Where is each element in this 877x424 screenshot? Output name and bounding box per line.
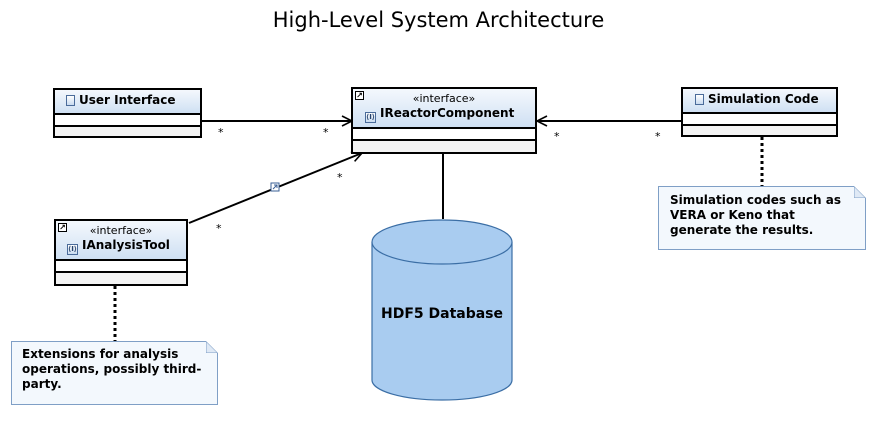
sim-right-multiplicity: * xyxy=(655,130,661,143)
user-interface-attributes xyxy=(55,113,200,125)
class-icon xyxy=(66,95,75,106)
simulation-code-attributes xyxy=(683,112,836,124)
ireactor-component-header: ↗ «interface» ⟨I⟩ IReactorComponent xyxy=(353,89,535,127)
note-fold-icon xyxy=(854,186,866,198)
database-label: HDF5 Database xyxy=(380,306,504,322)
simulation-note-text: Simulation codes such as VERA or Keno th… xyxy=(670,193,841,237)
ireactor-component-attributes xyxy=(353,127,535,139)
ui-right-multiplicity: * xyxy=(323,126,329,139)
user-interface-class[interactable]: User Interface xyxy=(53,88,202,138)
user-interface-operations xyxy=(55,125,200,136)
simulation-code-class[interactable]: Simulation Code xyxy=(681,87,838,137)
ireactor-component-interface[interactable]: ↗ «interface» ⟨I⟩ IReactorComponent xyxy=(351,87,537,154)
simulation-code-name: Simulation Code xyxy=(708,92,819,106)
ireactor-stereotype: «interface» xyxy=(412,92,476,105)
ireactor-component-name: IReactorComponent xyxy=(380,106,515,120)
simulation-code-header: Simulation Code xyxy=(683,89,836,112)
simulation-code-operations xyxy=(683,124,836,135)
ianalysis-tool-interface[interactable]: ↗ «interface» ⟨I⟩ IAnalysisTool xyxy=(54,219,188,286)
diagram-title: High-Level System Architecture xyxy=(272,8,605,32)
database-cylinder xyxy=(371,219,513,401)
interface-corner-icon: ↗ xyxy=(58,223,67,232)
analysis-note-text: Extensions for analysis operations, poss… xyxy=(22,347,202,391)
user-interface-header: User Interface xyxy=(55,90,200,113)
ireactor-component-operations xyxy=(353,139,535,152)
ianalysis-tool-attributes xyxy=(56,259,186,271)
ui-left-multiplicity: * xyxy=(218,126,224,139)
interface-corner-icon: ↗ xyxy=(355,91,364,100)
tool-bottom-multiplicity: * xyxy=(216,222,222,235)
user-interface-name: User Interface xyxy=(79,93,176,107)
sim-left-multiplicity: * xyxy=(554,130,560,143)
interface-icon: ⟨I⟩ xyxy=(67,244,78,255)
simulation-note[interactable]: Simulation codes such as VERA or Keno th… xyxy=(658,186,866,250)
class-icon xyxy=(695,94,704,105)
note-fold-icon xyxy=(206,341,218,353)
ianalysis-stereotype: «interface» xyxy=(89,224,153,237)
interface-icon: ⟨I⟩ xyxy=(365,112,376,123)
link-icon-arrow xyxy=(272,184,278,190)
ianalysis-tool-name: IAnalysisTool xyxy=(82,238,170,252)
analysis-note[interactable]: Extensions for analysis operations, poss… xyxy=(11,341,218,405)
ianalysis-tool-header: ↗ «interface» ⟨I⟩ IAnalysisTool xyxy=(56,221,186,259)
ianalysis-tool-operations xyxy=(56,271,186,284)
tool-top-multiplicity: * xyxy=(337,171,343,184)
